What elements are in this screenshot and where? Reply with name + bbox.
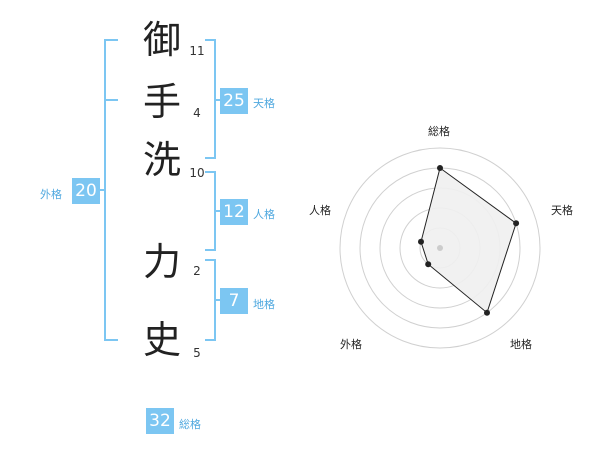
- gai-kaku-label: 外格: [40, 188, 62, 201]
- name-char-5: 史: [142, 318, 181, 362]
- name-char-3: 洗: [142, 138, 181, 182]
- radar-label-sou: 総格: [428, 125, 450, 138]
- jin-kaku-label: 人格: [253, 208, 275, 221]
- radar-polygon: [420, 167, 517, 314]
- name-char-1: 御: [142, 18, 181, 62]
- gai-kaku-value: 20: [72, 178, 100, 204]
- radar-points: [418, 165, 520, 316]
- name-char-2: 手: [142, 80, 181, 124]
- ten-kaku-label: 天格: [253, 97, 275, 110]
- radar-point-sou: [437, 165, 443, 171]
- stroke-count-3: 10: [189, 166, 205, 180]
- sou-kaku-value: 32: [146, 408, 174, 434]
- chi-kaku-value: 7: [220, 288, 248, 314]
- stroke-count-2: 4: [193, 106, 201, 120]
- radar-label-jin: 人格: [309, 204, 331, 217]
- stroke-count-4: 2: [193, 264, 201, 278]
- jin-kaku-value: 12: [220, 199, 248, 225]
- radar-center-dot: [437, 245, 443, 251]
- name-char-4: 力: [142, 240, 181, 284]
- chi-kaku-label: 地格: [253, 298, 275, 311]
- ten-kaku-value: 25: [220, 88, 248, 114]
- sou-kaku-label: 総格: [179, 418, 201, 431]
- radar-point-chi: [484, 309, 490, 316]
- radar-point-ten: [513, 220, 520, 227]
- stroke-count-1: 11: [189, 44, 205, 58]
- radar-label-ten: 天格: [551, 204, 573, 217]
- radar-ring: [339, 147, 541, 349]
- radar-point-gai: [425, 261, 432, 268]
- stroke-count-5: 5: [193, 346, 201, 360]
- radar-point-jin: [418, 238, 424, 245]
- radar-label-gai: 外格: [340, 338, 362, 351]
- radar-label-chi: 地格: [510, 338, 532, 351]
